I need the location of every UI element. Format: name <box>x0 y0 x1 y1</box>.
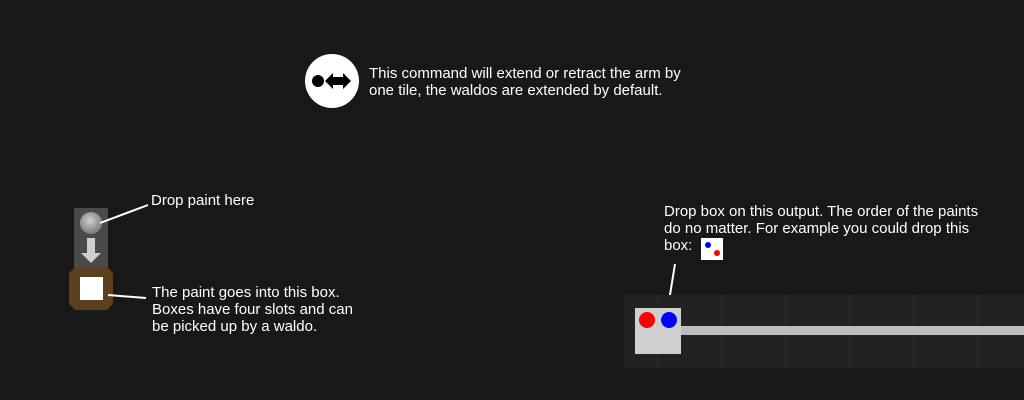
paint-box-slot <box>80 277 103 300</box>
extend-arrow-glyph <box>312 73 351 89</box>
paint-drop-icon <box>80 212 102 234</box>
output-pointer <box>668 263 676 302</box>
drop-paint-label: Drop paint here <box>151 192 255 209</box>
output-description-line1: Drop box on this output. The order of th… <box>664 203 979 220</box>
paint-box-pointer <box>107 294 147 299</box>
extend-description-line2: one tile, the waldos are extended by def… <box>369 82 663 99</box>
example-box-icon <box>701 238 723 260</box>
example-blue-paint <box>705 242 711 248</box>
example-red-paint <box>714 250 720 256</box>
extend-retract-icon <box>305 54 359 108</box>
drop-arrow-head-icon <box>81 253 101 263</box>
output-blue-paint <box>661 312 677 328</box>
drop-paint-pointer <box>99 204 149 224</box>
extend-description-line1: This command will extend or retract the … <box>369 65 681 82</box>
paint-box-description-line1: The paint goes into this box. <box>152 284 340 301</box>
output-red-paint <box>639 312 655 328</box>
paint-box-description-line2: Boxes have four slots and can <box>152 301 353 318</box>
paint-box-description-line3: be picked up by a waldo. <box>152 318 318 335</box>
output-description-line2: do no matter. For example you could drop… <box>664 220 970 237</box>
drop-arrow-icon <box>87 238 95 254</box>
output-target-box <box>635 308 681 354</box>
output-conveyor <box>680 326 1024 335</box>
output-description-line3: box: <box>664 237 693 254</box>
